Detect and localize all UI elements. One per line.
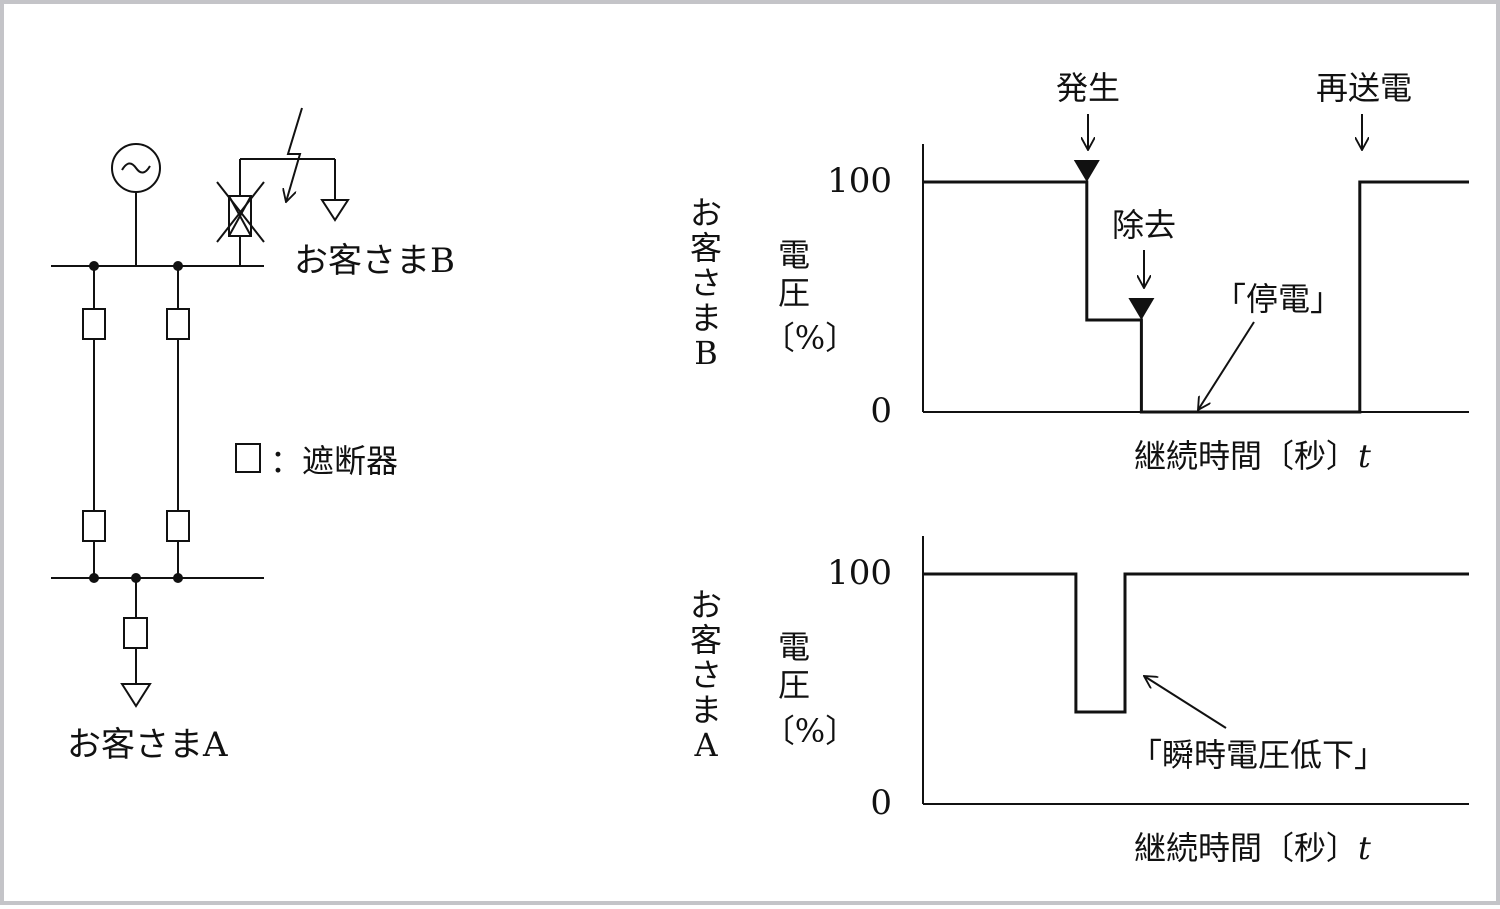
event-occur-marker [1073, 160, 1100, 182]
chart-b-customer-char: さ [690, 264, 722, 302]
load-triangle-icon [120, 683, 152, 708]
trip-mark-icon [216, 181, 265, 243]
chart-a-customer-char: 客 [690, 621, 722, 659]
breaker-box [82, 510, 106, 542]
customer-b-label: お客さまB [294, 241, 455, 281]
chart-a-ylabel-char: 圧 [778, 666, 810, 704]
legend-text: ：遮断器 [270, 442, 398, 480]
outage-pointer-arrow [1198, 321, 1255, 410]
event-occur-label: 発生 [1056, 69, 1120, 107]
chart-a-xlabel: 継続時間〔秒〕t [1134, 829, 1371, 867]
chart-b-customer-char: B [694, 334, 718, 372]
chart-a-customer-char: お [690, 586, 722, 624]
load-triangle-icon [320, 199, 350, 222]
chart-b-customer-char: お [690, 194, 722, 232]
chart-b-xlabel: 継続時間〔秒〕t [1134, 437, 1371, 475]
chart-b-ytick-0: 0 [870, 391, 892, 431]
chart-b-customer-char: ま [690, 299, 722, 337]
chart-b-customer-char: 客 [690, 229, 722, 267]
chart-a-ylabel-unit: 〔%〕 [763, 712, 857, 750]
chart-a-ytick-0: 0 [870, 783, 892, 823]
chart-a-customer-char: さ [690, 656, 722, 694]
outage-annotation: 「停電」 [1214, 280, 1342, 318]
chart-a-customer-char: ま [690, 691, 722, 729]
chart-customer-a: お 客 さ ま A 電 圧 〔%〕 100 0 継続時間〔秒〕t 「瞬時電圧低下… [690, 536, 1469, 867]
breaker-box [166, 308, 190, 340]
chart-a-ylabel-char: 電 [778, 628, 810, 666]
circuit-diagram: お客さまB お客さまA ：遮断器 [51, 107, 455, 765]
bus-node [89, 573, 99, 583]
chart-customer-b: お 客 さ ま B 電 圧 〔%〕 100 0 継続時間〔秒〕t 発生 除去 再… [690, 69, 1469, 475]
event-reclose-label: 再送電 [1316, 69, 1412, 107]
legend-breaker-box [235, 443, 261, 473]
fault-lightning-icon [286, 107, 303, 202]
diagram-svg: お客さまB お客さまA ：遮断器 お 客 さ ま B 電 圧 〔%〕 100 0… [51, 69, 1469, 867]
chart-b-ylabel-unit: 〔%〕 [763, 319, 857, 357]
voltage-sag-pointer-arrow [1144, 676, 1227, 729]
chart-a-ytick-100: 100 [827, 553, 892, 593]
event-clear-marker [1128, 298, 1155, 320]
chart-b-voltage-trace [923, 180, 1469, 414]
chart-b-ylabel-char: 電 [778, 236, 810, 274]
breaker-box [166, 510, 190, 542]
chart-a-customer-char: A [693, 726, 718, 764]
chart-a-voltage-trace [923, 572, 1469, 714]
voltage-sag-annotation: 「瞬時電圧低下」 [1130, 736, 1386, 774]
event-clear-label: 除去 [1112, 206, 1176, 244]
sine-wave-icon [121, 162, 151, 174]
bus-node [173, 573, 183, 583]
chart-b-ylabel-char: 圧 [778, 274, 810, 312]
breaker-box [82, 308, 106, 340]
chart-b-ytick-100: 100 [827, 161, 892, 201]
customer-a-label: お客さまA [67, 725, 228, 765]
breaker-box [123, 617, 148, 649]
